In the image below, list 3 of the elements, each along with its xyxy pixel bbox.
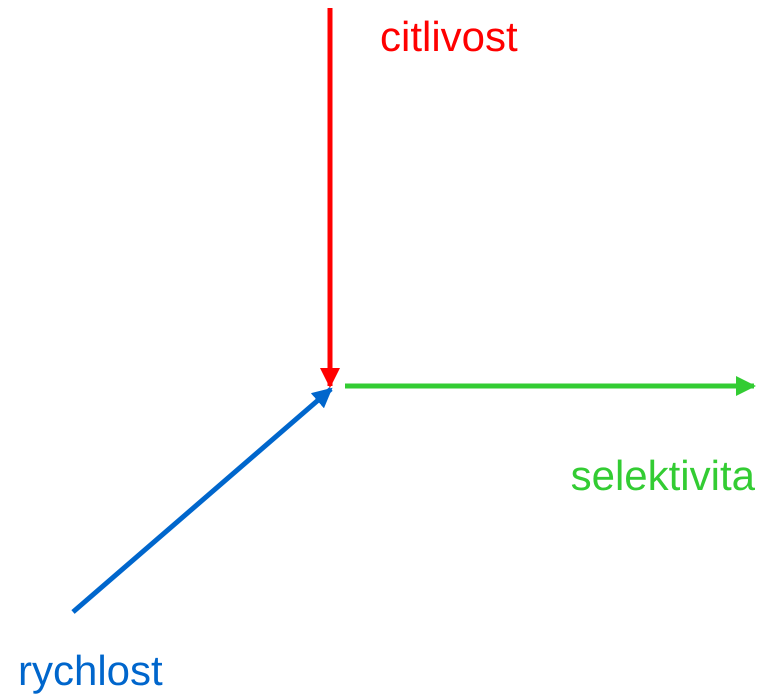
axis-label: rychlost bbox=[18, 650, 163, 692]
axis-label: selektivita bbox=[570, 455, 755, 497]
axis-label: citlivost bbox=[380, 16, 518, 58]
